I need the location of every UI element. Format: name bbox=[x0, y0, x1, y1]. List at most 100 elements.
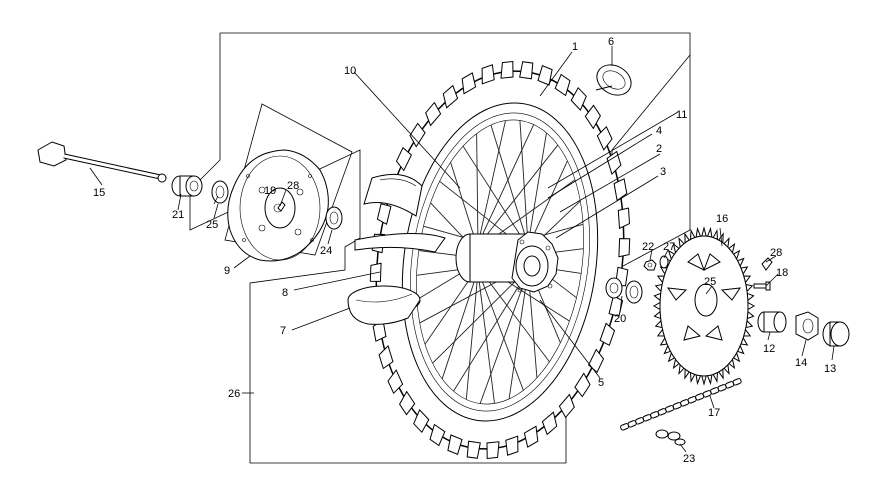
callout-26: 26 bbox=[228, 388, 240, 400]
callout-8: 8 bbox=[282, 287, 288, 299]
spoke bbox=[477, 266, 550, 363]
spoke bbox=[519, 120, 529, 245]
tread-block bbox=[606, 150, 622, 176]
callout-20: 20 bbox=[614, 313, 626, 325]
callout-23: 23 bbox=[683, 453, 695, 465]
callout-15: 15 bbox=[93, 187, 105, 199]
callout-12: 12 bbox=[763, 343, 775, 355]
spoke bbox=[477, 144, 559, 247]
spoke bbox=[477, 124, 535, 245]
callout-21: 21 bbox=[172, 209, 184, 221]
tread-block bbox=[596, 125, 613, 151]
spoke bbox=[441, 269, 479, 380]
tread-block bbox=[519, 61, 534, 80]
tread-block bbox=[608, 295, 624, 317]
spoke bbox=[462, 145, 529, 248]
sprocket-tooth bbox=[653, 301, 661, 311]
tread-block bbox=[372, 318, 387, 342]
tread-block bbox=[617, 207, 631, 230]
spacer-12 bbox=[757, 311, 787, 333]
brake-disc bbox=[227, 149, 329, 262]
spoke bbox=[476, 133, 479, 246]
tread-block bbox=[376, 203, 392, 225]
spoke bbox=[432, 268, 529, 364]
clip-28-right bbox=[761, 257, 773, 271]
spoke bbox=[508, 271, 529, 400]
tread-block bbox=[587, 348, 605, 374]
seal-25-left bbox=[211, 180, 229, 204]
tread-block bbox=[500, 60, 514, 79]
wheel-hub bbox=[455, 231, 559, 293]
callout-19: 19 bbox=[264, 185, 276, 197]
callout-22: 22 bbox=[642, 241, 654, 253]
spoke bbox=[490, 124, 529, 245]
callout-3: 3 bbox=[660, 166, 666, 178]
chain-link bbox=[732, 378, 742, 386]
tread-block bbox=[447, 434, 463, 455]
callout-4: 4 bbox=[656, 125, 662, 137]
leader-lines bbox=[89, 46, 835, 453]
tread-block bbox=[613, 178, 628, 202]
tread-block bbox=[481, 64, 495, 85]
nut-14 bbox=[795, 311, 819, 341]
tread-block bbox=[574, 372, 591, 398]
sprocket-frame bbox=[611, 55, 691, 273]
tread-block bbox=[541, 411, 558, 436]
tread-block bbox=[461, 72, 477, 95]
tread-block bbox=[409, 122, 426, 148]
callout-24: 24 bbox=[320, 245, 332, 257]
nut-22 bbox=[643, 259, 657, 271]
tube-7 bbox=[347, 285, 421, 325]
tread-block bbox=[369, 262, 382, 282]
callout-6: 6 bbox=[608, 36, 614, 48]
spoke bbox=[477, 120, 506, 245]
spoke bbox=[527, 132, 547, 245]
cap-13 bbox=[822, 321, 850, 347]
spacer-21 bbox=[171, 175, 203, 197]
tread-block bbox=[558, 393, 575, 419]
tread-block bbox=[486, 441, 500, 460]
tread-block bbox=[378, 344, 394, 370]
tread-block bbox=[413, 409, 430, 434]
callout-28-left: 28 bbox=[287, 180, 299, 192]
callout-13: 13 bbox=[824, 363, 836, 375]
tread-block bbox=[584, 104, 601, 130]
sprocket-tooth bbox=[701, 375, 707, 386]
sprocket-tooth bbox=[701, 226, 707, 237]
callout-28-right: 28 bbox=[770, 247, 782, 259]
spoke bbox=[453, 270, 529, 392]
callout-14: 14 bbox=[795, 357, 807, 369]
spoke bbox=[477, 269, 524, 391]
tread-block bbox=[429, 423, 446, 447]
tread-block bbox=[523, 425, 539, 448]
tread-block bbox=[505, 435, 519, 456]
callout-1: 1 bbox=[572, 41, 578, 53]
tread-block bbox=[466, 440, 481, 459]
callout-labels: 1 2 3 4 5 6 7 8 9 10 11 12 13 14 15 16 1… bbox=[93, 36, 836, 465]
callout-2: 2 bbox=[656, 143, 662, 155]
drive-chain bbox=[620, 378, 742, 431]
callout-18: 18 bbox=[776, 267, 788, 279]
tread-block bbox=[399, 390, 416, 416]
washer-27 bbox=[659, 255, 669, 269]
tread-block bbox=[599, 322, 616, 347]
rim-strip-8 bbox=[354, 173, 446, 253]
callout-16: 16 bbox=[716, 213, 728, 225]
callout-9: 9 bbox=[224, 265, 230, 277]
callout-25-left: 25 bbox=[206, 219, 218, 231]
assembly-26-outline bbox=[189, 32, 691, 464]
rear-axle bbox=[37, 141, 167, 183]
callout-27: 27 bbox=[663, 241, 675, 253]
tread-block bbox=[570, 86, 587, 111]
bearing-24 bbox=[325, 206, 343, 230]
sprocket-tooth bbox=[747, 301, 755, 311]
callout-17: 17 bbox=[708, 407, 720, 419]
tread-block bbox=[387, 369, 404, 395]
tread-block bbox=[618, 238, 631, 258]
bolt-18 bbox=[753, 281, 771, 291]
balance-weight-6 bbox=[595, 64, 632, 96]
tyre-tread bbox=[369, 60, 631, 460]
rear-wheel bbox=[369, 60, 631, 460]
tread-block bbox=[395, 146, 413, 172]
